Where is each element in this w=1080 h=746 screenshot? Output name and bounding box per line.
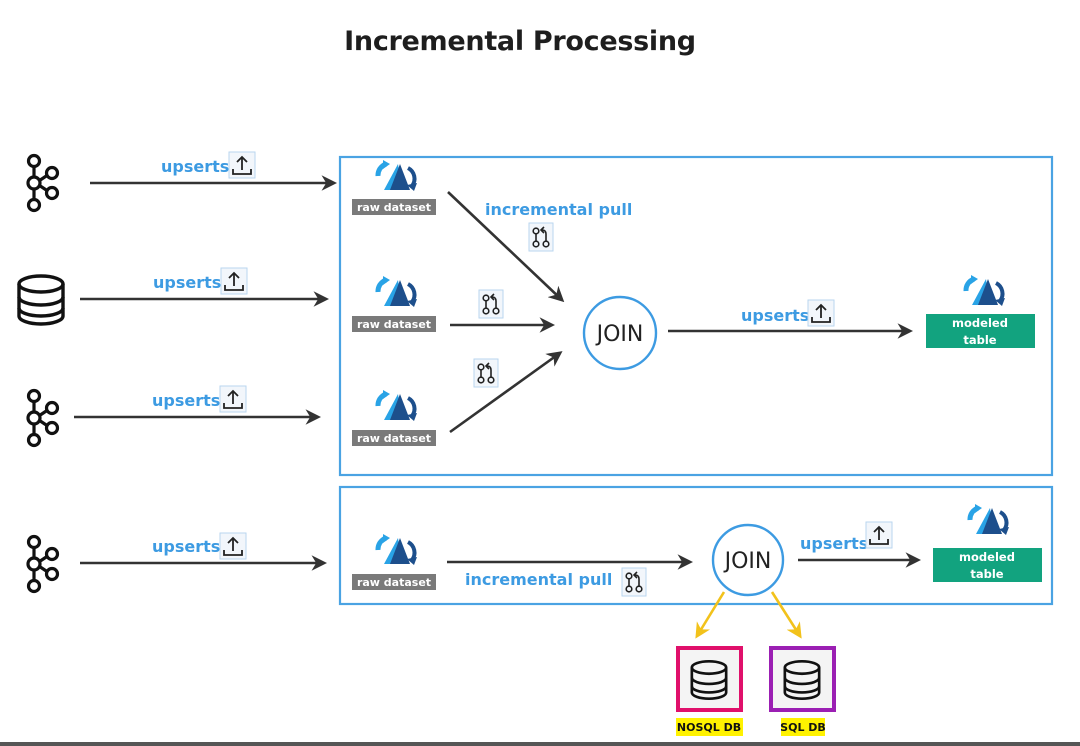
edge-label-upserts: upserts: [152, 391, 220, 410]
dataset-label: raw dataset: [357, 318, 431, 331]
incremental-pull-label: incremental pull: [485, 200, 632, 219]
modeled-table-label-line1: modeled: [959, 550, 1015, 564]
page-title: Incremental Processing: [344, 26, 696, 57]
join-label: JOIN: [595, 322, 644, 347]
dataset-logo-icon: [970, 504, 1009, 535]
edge-label-upserts: upserts: [152, 537, 220, 556]
upload-icon: [220, 267, 248, 295]
dataset-logo-icon: [378, 160, 417, 191]
edge-dataset1-to-join: [447, 191, 565, 303]
edge-label-upserts: upserts: [741, 306, 809, 325]
pull-request-icon: [528, 222, 554, 252]
upload-icon: [219, 532, 247, 560]
kafka-icon: [26, 388, 60, 448]
incremental-pull-label: incremental pull: [465, 570, 612, 589]
modeled-table-label-line2: table: [970, 567, 1003, 581]
kafka-icon: [26, 153, 60, 213]
pull-request-icon: [621, 567, 647, 597]
dataset-label: raw dataset: [357, 201, 431, 214]
nosql-db-node[interactable]: NOSQL DB: [676, 646, 743, 736]
dataset-logo-icon: [378, 390, 417, 421]
raw-dataset-node[interactable]: raw dataset: [352, 160, 436, 215]
raw-dataset-node[interactable]: raw dataset: [352, 276, 436, 332]
modeled-table-label-line2: table: [963, 333, 996, 347]
edge-label-upserts: upserts: [153, 273, 221, 292]
pull-request-icon: [478, 289, 504, 319]
modeled-table-node[interactable]: modeled table: [926, 275, 1035, 348]
modeled-table-node[interactable]: modeled table: [933, 504, 1042, 582]
modeled-table-label-line1: modeled: [952, 316, 1008, 330]
edge-join-to-sql: [770, 591, 802, 639]
upload-icon: [807, 299, 835, 327]
dataset-logo-icon: [966, 275, 1005, 306]
edge-label-upserts: upserts: [161, 157, 229, 176]
join-node[interactable]: JOIN: [711, 523, 785, 597]
kafka-icon: [26, 534, 60, 594]
sql-db-node[interactable]: SQL DB: [769, 646, 836, 736]
join-node[interactable]: JOIN: [582, 295, 658, 371]
pipeline1-container: [338, 155, 1054, 477]
dataset-label: raw dataset: [357, 432, 431, 445]
upload-icon: [219, 385, 247, 413]
raw-dataset-node[interactable]: raw dataset: [352, 534, 436, 590]
upload-icon: [865, 521, 893, 549]
edge-label-upserts: upserts: [800, 534, 868, 553]
database-icon: [17, 274, 65, 326]
pull-request-icon: [473, 358, 499, 388]
dataset-logo-icon: [378, 276, 417, 307]
db-label: NOSQL DB: [677, 721, 741, 734]
upload-icon: [228, 151, 256, 179]
pipeline2-container: [338, 485, 1054, 606]
dataset-label: raw dataset: [357, 576, 431, 589]
bottom-border: [0, 742, 1080, 746]
edge-dataset3-to-join: [449, 351, 563, 434]
join-label: JOIN: [723, 549, 772, 574]
dataset-logo-icon: [378, 534, 417, 565]
db-label: SQL DB: [780, 721, 826, 734]
raw-dataset-node[interactable]: raw dataset: [352, 390, 436, 446]
edge-join-to-nosql: [695, 591, 726, 639]
